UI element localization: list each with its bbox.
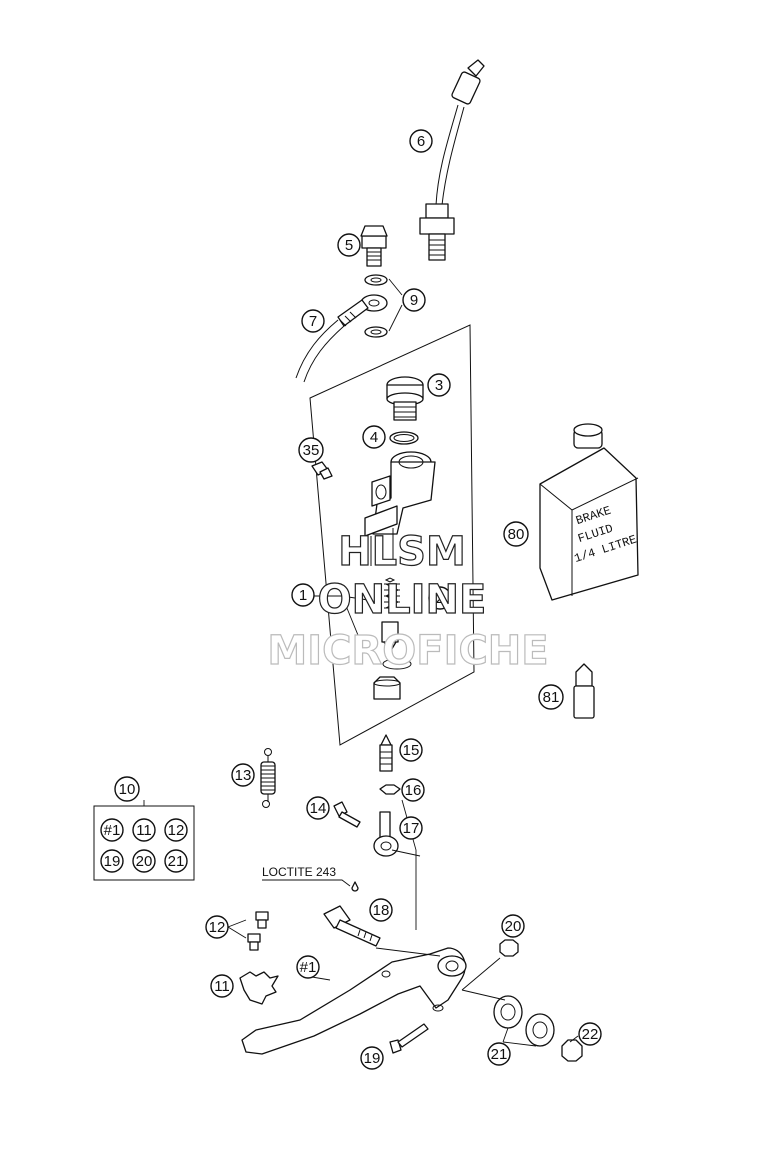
svg-text:#1: #1	[104, 822, 121, 839]
callout-35: 35	[298, 437, 324, 463]
callout-2: 2	[428, 586, 452, 610]
svg-text:3: 3	[435, 377, 443, 394]
svg-text:15: 15	[403, 742, 420, 759]
svg-text:19: 19	[104, 853, 121, 870]
svg-text:16: 16	[405, 782, 422, 799]
sealing-washer-bottom	[364, 326, 388, 338]
piston-kit	[373, 577, 412, 700]
clevis	[373, 811, 399, 857]
assembly-frame	[309, 324, 475, 746]
svg-text:21: 21	[491, 1046, 508, 1063]
svg-text:35: 35	[303, 442, 320, 459]
watermark: HLSM ONLINE MICROFICHE	[267, 528, 549, 674]
callout-9: 9	[402, 288, 426, 312]
sealant-tube	[573, 663, 595, 719]
callout-18: 18	[369, 898, 393, 922]
callout-11: 11	[210, 974, 234, 998]
svg-text:21: 21	[168, 853, 185, 870]
svg-text:ONLINE: ONLINE	[318, 577, 487, 623]
bolt-19	[389, 1023, 429, 1054]
kit-item-12: 12	[164, 818, 188, 842]
svg-text:20: 20	[136, 853, 153, 870]
svg-text:1: 1	[299, 587, 307, 604]
callout-3: 3	[427, 373, 451, 397]
svg-text:4: 4	[370, 429, 378, 446]
callout-16: 16	[401, 778, 425, 802]
svg-text:6: 6	[417, 133, 425, 150]
svg-text:11: 11	[214, 978, 230, 995]
master-cylinder-body	[364, 451, 436, 566]
svg-text:20: 20	[505, 918, 522, 935]
svg-text:17: 17	[403, 820, 420, 837]
pivot-bolt	[323, 905, 381, 947]
screws-12	[247, 911, 269, 951]
brake-pedal	[241, 947, 467, 1055]
callout-81: 81	[538, 684, 564, 710]
kit-item-1: #1	[100, 818, 124, 842]
hex-nut	[379, 784, 401, 795]
callout-19: 19	[360, 1046, 384, 1070]
svg-text:5: 5	[345, 237, 353, 254]
svg-text:22: 22	[582, 1026, 599, 1043]
callout-4: 4	[362, 425, 386, 449]
loctite-label: LOCTITE 243	[262, 865, 336, 879]
callout-14: 14	[306, 796, 330, 820]
svg-text:80: 80	[508, 526, 525, 543]
svg-text:HLSM: HLSM	[338, 529, 466, 575]
brake-line	[295, 294, 388, 383]
reservoir-cap	[386, 376, 424, 421]
svg-text:7: 7	[309, 313, 317, 330]
brake-fluid-bottle: BRAKE FLUID 1/4 LITRE	[539, 423, 639, 601]
banjo-bolt	[360, 225, 388, 267]
sealing-washer-top	[364, 274, 388, 286]
callout-21: 21	[487, 1042, 511, 1066]
callout-17: 17	[399, 816, 423, 840]
svg-text:11: 11	[136, 822, 152, 839]
callout-15: 15	[399, 738, 423, 762]
svg-text:10: 10	[119, 781, 136, 798]
callout-10: 10	[114, 776, 140, 802]
leader-lines	[143, 278, 579, 1047]
bearings	[493, 995, 555, 1047]
nut-20	[499, 939, 519, 957]
loctite-drop	[351, 881, 359, 892]
svg-text:19: 19	[364, 1050, 381, 1067]
pushrod-end	[379, 734, 393, 772]
svg-text:81: 81	[543, 689, 560, 706]
kit-item-19: 19	[100, 849, 124, 873]
callout-7: 7	[301, 309, 325, 333]
callout-20: 20	[501, 914, 525, 938]
callout-13: 13	[231, 763, 255, 787]
svg-text:18: 18	[373, 902, 390, 919]
return-spring	[260, 748, 276, 808]
screw-35	[311, 461, 333, 480]
kit-item-20: 20	[132, 849, 156, 873]
kit-item-11: 11	[132, 818, 156, 842]
brake-light-switch	[419, 59, 485, 261]
callout-6: 6	[409, 129, 433, 153]
callout-80: 80	[503, 521, 529, 547]
callout-5: 5	[337, 233, 361, 257]
svg-text:9: 9	[410, 292, 418, 309]
svg-text:2: 2	[436, 590, 444, 607]
svg-text:12: 12	[168, 822, 185, 839]
bolt-14	[333, 801, 361, 828]
footpeg-tip	[239, 971, 279, 1005]
svg-text:MICROFICHE: MICROFICHE	[267, 628, 548, 674]
svg-text:14: 14	[310, 800, 327, 817]
callout-h1: #1	[296, 955, 320, 979]
callout-1: 1	[291, 583, 315, 607]
svg-text:#1: #1	[300, 959, 317, 976]
callout-22: 22	[578, 1022, 602, 1046]
svg-text:13: 13	[235, 767, 252, 784]
bushing-22	[561, 1039, 583, 1062]
kit-item-21: 21	[164, 849, 188, 873]
svg-text:12: 12	[209, 919, 226, 936]
callout-12: 12	[205, 915, 229, 939]
